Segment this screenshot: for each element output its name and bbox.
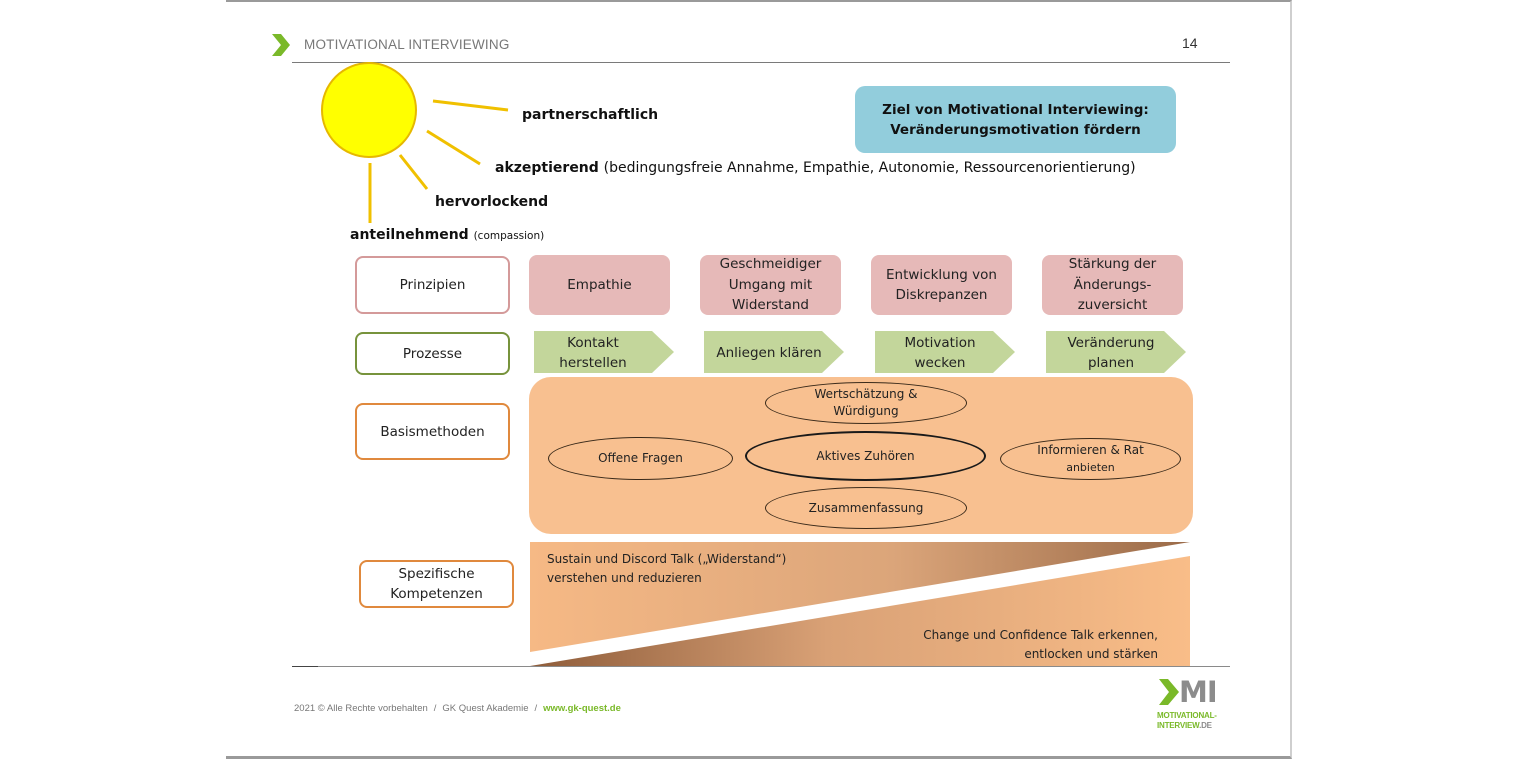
- sun-ray-label: hervorlockend: [435, 194, 549, 210]
- mi-logo: MI MOTIVATIONAL- INTERVIEW.DE: [1157, 677, 1231, 737]
- header-title: MOTIVATIONAL INTERVIEWING: [304, 37, 510, 52]
- competency-wedges: [530, 542, 1190, 666]
- page-number: 14: [1182, 35, 1198, 51]
- principle-box: Empathie: [529, 255, 670, 315]
- header-divider: [292, 62, 1230, 63]
- method-offene-fragen: Offene Fragen: [548, 437, 733, 480]
- chevron-logo-icon: [1159, 679, 1179, 705]
- footer-company: GK Quest Akademie: [442, 703, 529, 714]
- logo-text: MOTIVATIONAL- INTERVIEW.DE: [1157, 711, 1217, 730]
- process-arrow: Anliegen klären: [704, 331, 844, 373]
- method-zusammenfassung: Zusammenfassung: [765, 487, 967, 529]
- sun-ray-label: partnerschaftlich: [522, 107, 659, 123]
- sun-ray: [432, 99, 509, 112]
- footer-url-link[interactable]: www.gk-quest.de: [543, 703, 621, 714]
- row-label-prinzipien: Prinzipien: [355, 256, 510, 314]
- sun-ray-label: akzeptierend (bedingungsfreie Annahme, E…: [495, 160, 1136, 176]
- row-label-basismethoden: Basismethoden: [355, 403, 510, 460]
- sun-ray-label: anteilnehmend (compassion): [350, 227, 545, 243]
- footer-divider-accent: [292, 666, 318, 667]
- row-label-prozesse: Prozesse: [355, 332, 510, 375]
- goal-line: Ziel von Motivational Interviewing:: [882, 101, 1149, 118]
- wedge-change-confidence: [530, 556, 1190, 666]
- wedge-sustain-discord: [530, 542, 1190, 652]
- sustain-discord-text: Sustain und Discord Talk („Widerstand“) …: [547, 552, 787, 585]
- method-wertschaetzung: Wertschätzung &Würdigung: [765, 382, 967, 424]
- change-confidence-text: Change und Confidence Talk erkennen, ent…: [923, 628, 1158, 661]
- footer-copyright: 2021 © Alle Rechte vorbehalten: [294, 703, 428, 714]
- method-aktives-zuhoeren: Aktives Zuhören: [745, 431, 986, 481]
- sun-ray: [426, 129, 481, 166]
- goal-line: Veränderungsmotivation fördern: [890, 121, 1141, 138]
- sun-illustration: [321, 62, 509, 223]
- goal-box: Ziel von Motivational Interviewing: Verä…: [855, 86, 1176, 153]
- footer-divider: [292, 666, 1230, 667]
- logo-mark: MI: [1179, 675, 1218, 709]
- chevron-logo-icon: [272, 34, 290, 56]
- sun-icon: [321, 62, 417, 158]
- footer: 2021 © Alle Rechte vorbehalten/GK Quest …: [294, 703, 621, 714]
- sun-ray: [398, 154, 429, 190]
